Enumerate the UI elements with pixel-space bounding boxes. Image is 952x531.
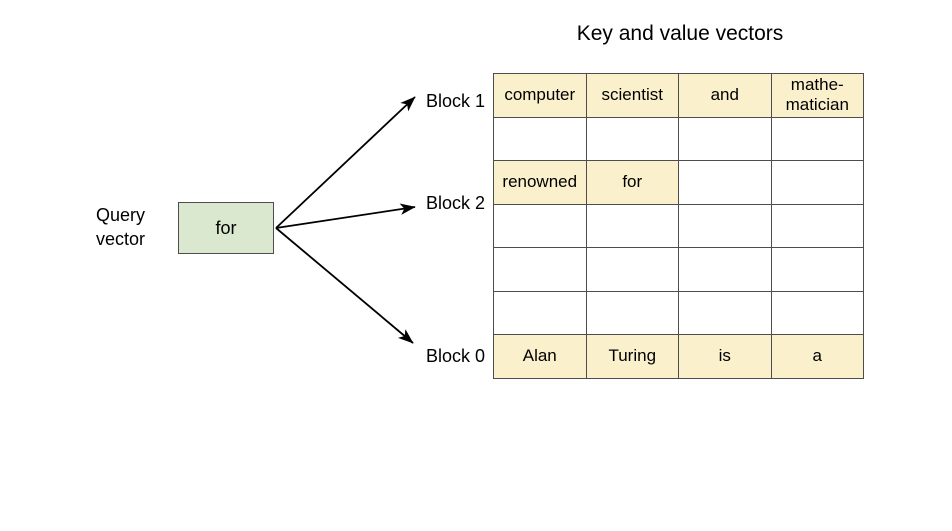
table-cell-text: is: [718, 346, 731, 366]
table-cell: [678, 203, 772, 248]
table-cell-text: for: [622, 172, 643, 192]
table-cell-text: and: [710, 85, 739, 105]
table-cell-text: a: [812, 346, 822, 366]
table-row: renowned for: [493, 160, 864, 205]
table-cell: [493, 116, 587, 161]
table-cell: renowned: [493, 160, 587, 205]
table-cell-text: computer: [504, 85, 576, 105]
table-cell: [770, 116, 864, 161]
key-value-table-body: computer scientist and mathe- matician renow…: [493, 73, 864, 379]
table-cell: Turing: [585, 334, 679, 379]
key-value-table: computer scientist and mathe- matician renow…: [493, 73, 864, 379]
table-row: [493, 116, 864, 161]
query-vector-box: for: [178, 202, 274, 254]
table-cell: [585, 203, 679, 248]
table-cell: [678, 160, 772, 205]
arrow-to-block-0: [275, 227, 414, 344]
table-cell: [585, 116, 679, 161]
table-cell-text: Alan: [522, 346, 557, 366]
table-cell: [585, 247, 679, 292]
table-cell: [770, 247, 864, 292]
table-cell: [493, 290, 587, 335]
table-cell: Alan: [493, 334, 587, 379]
block-label-1: Block 1: [425, 91, 485, 111]
table-cell-text: Turing: [608, 346, 657, 366]
block-label-2: Block 2: [425, 193, 485, 213]
page-title: Key and value vectors: [576, 22, 784, 45]
table-row: computer scientist and mathe- matician: [493, 73, 864, 118]
table-cell: [678, 247, 772, 292]
table-cell: and: [678, 73, 772, 118]
table-cell: [493, 203, 587, 248]
table-cell: for: [585, 160, 679, 205]
query-vector-label: Query vector: [96, 205, 146, 249]
table-row: [493, 203, 864, 248]
table-cell: [678, 116, 772, 161]
table-cell: mathe- matician: [770, 73, 864, 118]
table-cell: [585, 290, 679, 335]
table-cell-text: renowned: [502, 172, 578, 192]
table-cell: computer: [493, 73, 587, 118]
table-cell-text: scientist: [601, 85, 663, 105]
table-cell: a: [770, 334, 864, 379]
table-row: [493, 247, 864, 292]
table-row: [493, 290, 864, 335]
table-cell: is: [678, 334, 772, 379]
block-label-0: Block 0: [425, 346, 485, 366]
table-cell: [678, 290, 772, 335]
table-cell: [770, 290, 864, 335]
table-row: Alan Turing is a: [493, 334, 864, 379]
query-vector-token: for: [215, 217, 237, 238]
table-cell: [493, 247, 587, 292]
table-cell: [770, 203, 864, 248]
table-cell: [770, 160, 864, 205]
table-cell-text: mathe- matician: [785, 75, 849, 115]
table-cell: scientist: [585, 73, 679, 118]
